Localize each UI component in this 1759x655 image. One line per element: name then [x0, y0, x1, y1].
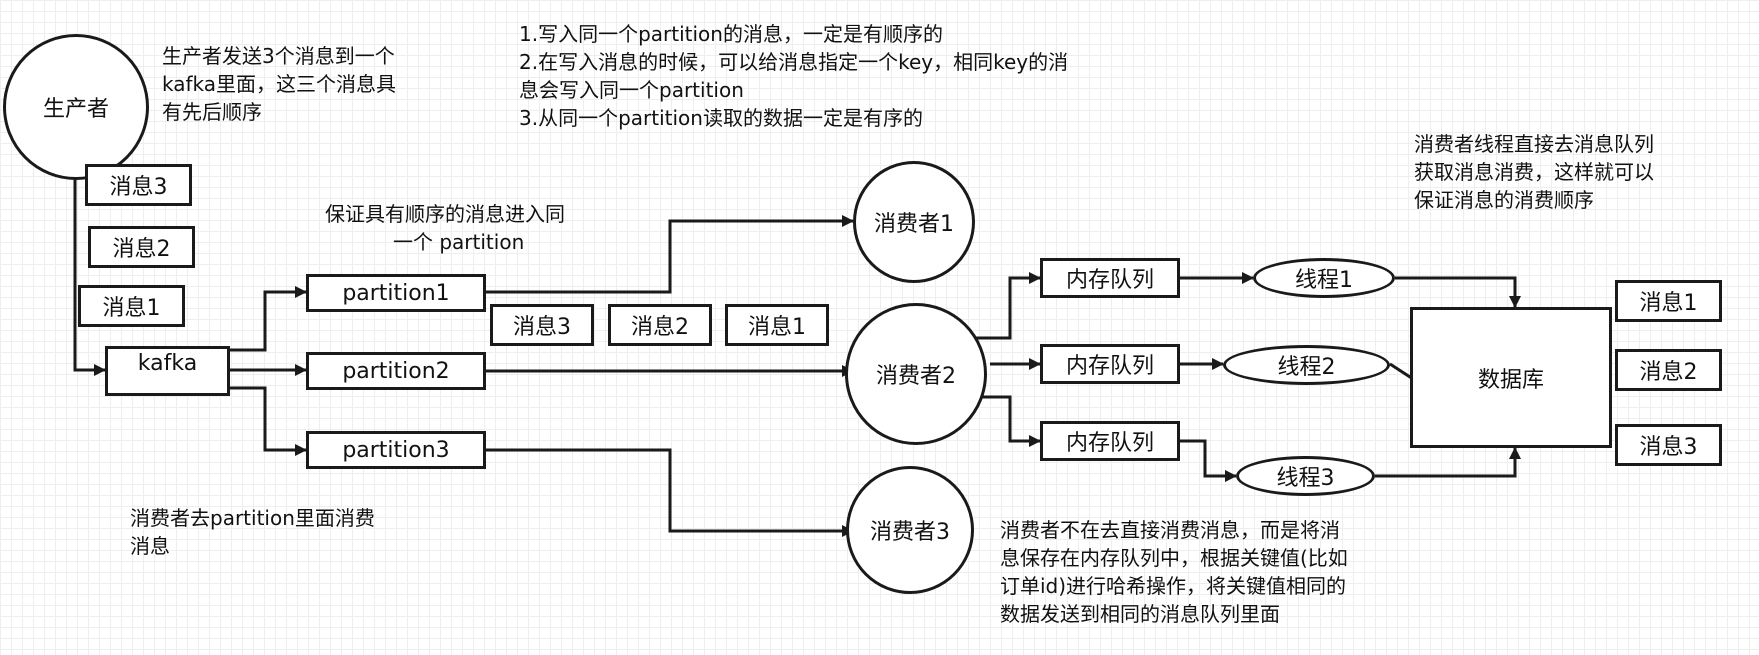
thread2-to-db-arrow — [1389, 362, 1420, 383]
db-message-box: 消息2 — [1615, 349, 1722, 391]
consumer-label: 消费者3 — [870, 520, 950, 545]
memory-queue-label: 内存队列 — [1065, 268, 1154, 293]
consumer2-to-queue1-arrow — [975, 272, 1041, 340]
db-message-label: 消息2 — [1639, 360, 1698, 385]
queue3-to-thread3-arrow — [1180, 439, 1237, 482]
partition-label: partition3 — [342, 437, 450, 463]
thread1-to-db-arrow — [1395, 276, 1521, 308]
queue-note: 消费者不在去直接消费消息，而是将消 息保存在内存队列中，根据关键值(比如 订单i… — [1000, 516, 1348, 628]
consumer3-node: 消费者3 — [846, 466, 974, 594]
producer-label: 生产者 — [42, 97, 109, 122]
partition3-node: partition3 — [306, 431, 486, 469]
top-note-line: 2.在写入消息的时候，可以给消息指定一个key，相同key的消 — [519, 50, 1069, 74]
partition1-node: partition1 — [306, 274, 486, 312]
consumer-note: 消费者去partition里面消费 消息 — [130, 504, 375, 560]
producer-note: 生产者发送3个消息到一个 kafka里面，这三个消息具 有先后顺序 — [162, 42, 396, 126]
thread-note-line: 消费者线程直接去消息队列 — [1414, 132, 1654, 156]
producer-message-box: 消息3 — [85, 164, 192, 206]
producer-note-line: 有先后顺序 — [162, 100, 262, 124]
db-message-box: 消息3 — [1615, 424, 1722, 466]
partition3-to-consumer3-arrow — [486, 448, 854, 537]
consumer2-node: 消费者2 — [845, 303, 987, 445]
thread-label: 线程2 — [1277, 355, 1336, 380]
inflight-message-label: 消息2 — [631, 315, 689, 340]
memory-queue-label: 内存队列 — [1065, 431, 1154, 456]
producer-note-line: kafka里面，这三个消息具 — [162, 72, 397, 96]
memory-queue-label: 内存队列 — [1065, 354, 1154, 379]
producer-message-box: 消息1 — [78, 285, 185, 327]
producer-message-label: 消息2 — [112, 237, 171, 262]
top-note: 1.写入同一个partition的消息，一定是有顺序的 2.在写入消息的时候，可… — [519, 20, 1068, 132]
producer-to-kafka-arrow — [73, 135, 106, 376]
consumer-note-line: 消息 — [130, 534, 170, 558]
partition-note-line: 一个 partition — [393, 230, 525, 254]
db-message-label: 消息3 — [1639, 435, 1698, 460]
db-message-box: 消息1 — [1615, 280, 1722, 322]
producer-message-label: 消息1 — [102, 296, 161, 321]
thread-label: 线程3 — [1276, 466, 1335, 491]
partition2-node: partition2 — [306, 352, 486, 390]
kafka-node: kafka — [105, 346, 230, 396]
database-label: 数据库 — [1477, 367, 1544, 393]
inflight-message-box: 消息3 — [490, 304, 594, 346]
thread2-node: 线程2 — [1223, 345, 1390, 385]
consumer1-node: 消费者1 — [853, 161, 975, 283]
kafka-label: kafka — [137, 351, 198, 376]
consumer-label: 消费者2 — [876, 364, 956, 389]
partition1-to-consumer1-arrow — [486, 215, 854, 294]
inflight-message-box: 消息1 — [725, 304, 829, 346]
partition-label: partition1 — [342, 280, 450, 306]
queue-note-line: 消费者不在去直接消费消息，而是将消 — [1000, 518, 1340, 542]
consumer-note-line: 消费者去partition里面消费 — [130, 506, 375, 530]
thread-note-line: 保证消息的消费顺序 — [1414, 188, 1594, 212]
top-note-line: 1.写入同一个partition的消息，一定是有顺序的 — [519, 22, 943, 46]
partition-label: partition2 — [342, 358, 450, 384]
inflight-message-box: 消息2 — [608, 304, 712, 346]
producer-node: 生产者 — [3, 34, 149, 180]
queue-note-line: 数据发送到相同的消息队列里面 — [1000, 602, 1280, 626]
thread3-to-db-arrow — [1375, 447, 1521, 478]
inflight-message-label: 消息1 — [748, 315, 806, 340]
memory-queue-node: 内存队列 — [1040, 344, 1180, 384]
inflight-message-label: 消息3 — [513, 315, 571, 340]
db-message-label: 消息1 — [1639, 291, 1698, 316]
top-note-line: 息会写入同一个partition — [519, 78, 744, 102]
thread1-node: 线程1 — [1253, 258, 1395, 298]
memory-queue-node: 内存队列 — [1040, 258, 1180, 298]
top-note-line: 3.从同一个partition读取的数据一定是有序的 — [519, 106, 923, 130]
kafka-to-partition1-arrow — [230, 286, 307, 352]
consumer-label: 消费者1 — [874, 212, 954, 237]
producer-message-label: 消息3 — [109, 175, 168, 200]
thread-note-line: 获取消息消费，这样就可以 — [1414, 160, 1654, 184]
queue-note-line: 息保存在内存队列中，根据关键值(比如 — [1000, 546, 1348, 570]
consumer2-to-queue3-arrow — [980, 395, 1041, 447]
partition-note: 保证具有顺序的消息进入同 一个 partition — [325, 200, 565, 256]
thread3-node: 线程3 — [1236, 456, 1375, 496]
thread-label: 线程1 — [1295, 268, 1353, 293]
thread-note: 消费者线程直接去消息队列 获取消息消费，这样就可以 保证消息的消费顺序 — [1414, 130, 1654, 214]
producer-note-line: 生产者发送3个消息到一个 — [162, 44, 395, 68]
memory-queue-node: 内存队列 — [1040, 421, 1180, 461]
queue-note-line: 订单id)进行哈希操作，将关键值相同的 — [1000, 574, 1347, 598]
kafka-to-partition3-arrow — [230, 386, 307, 456]
producer-message-box: 消息2 — [88, 226, 195, 268]
database-node: 数据库 — [1410, 307, 1612, 448]
partition-note-line: 保证具有顺序的消息进入同 — [325, 202, 565, 226]
